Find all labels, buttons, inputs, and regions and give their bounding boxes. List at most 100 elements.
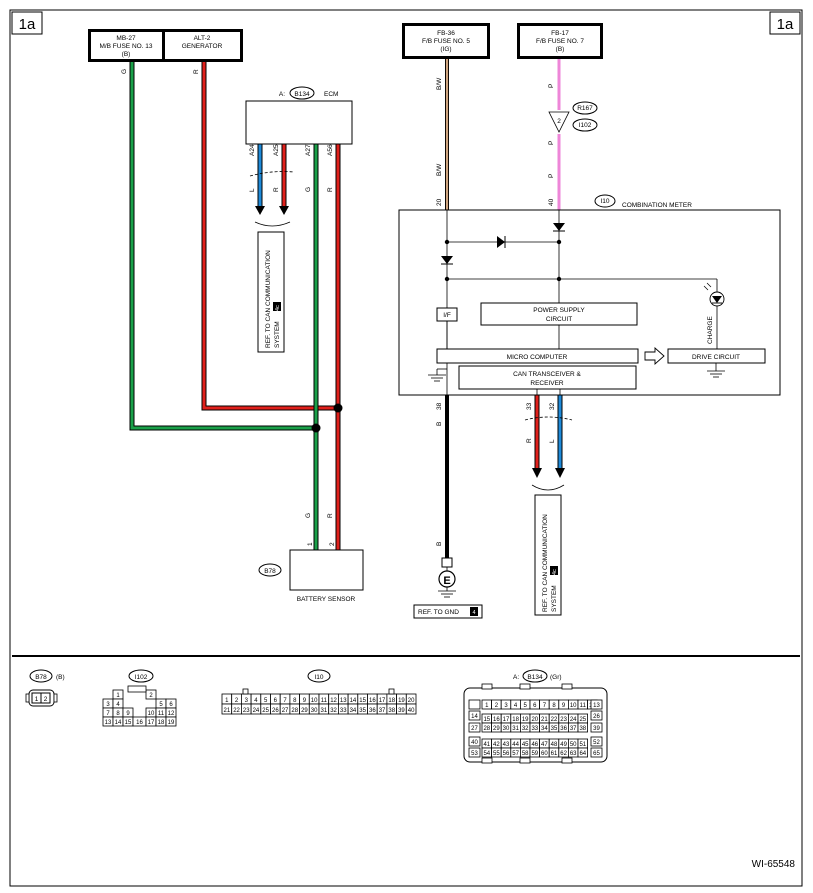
connector-pin-label: 6 <box>274 698 278 704</box>
svg-text:E: E <box>443 575 450 587</box>
fuse-fb17: FB-17 F/B FUSE NO. 7 (B) <box>517 23 603 59</box>
connector-pin <box>590 710 603 721</box>
connector-pin-label: 36 <box>560 726 567 732</box>
connector-pin-label: 65 <box>593 751 600 757</box>
svg-text:(B): (B) <box>56 674 65 681</box>
connector-pin-label: 2 <box>235 698 239 704</box>
connector-pin-label: 61 <box>551 751 558 757</box>
connector-pin-label: 5 <box>524 703 528 709</box>
connector-key <box>481 757 493 764</box>
connector-pin-label: 7 <box>106 711 110 717</box>
connector-pin <box>590 747 603 758</box>
connector-pin-label: 14 <box>115 720 122 726</box>
svg-text:F/B FUSE NO. 7: F/B FUSE NO. 7 <box>536 38 584 45</box>
svg-text:BATTERY SENSOR: BATTERY SENSOR <box>297 596 356 603</box>
svg-text:SYSTEM: SYSTEM <box>551 585 558 612</box>
svg-text:CIRCUIT: CIRCUIT <box>546 316 572 323</box>
connector-pin-label: 5 <box>264 698 268 704</box>
connector-pin-label: 26 <box>272 708 279 714</box>
connector-pin-label: 52 <box>593 740 600 746</box>
connector-key <box>519 683 531 690</box>
connector-pin-label: 48 <box>551 742 558 748</box>
fuse-mb27: MB-27 M/B FUSE NO. 13 (B) <box>88 29 165 62</box>
svg-text:A:: A: <box>513 674 519 681</box>
connector-pin-label: 8 <box>552 703 556 709</box>
connector-view-b134: A: B134 (Gr) 123456789101112131427405315… <box>463 669 608 764</box>
connector-pin-label: 31 <box>512 726 519 732</box>
pin-a25: A25 <box>273 144 280 156</box>
connector-pin-label: 18 <box>512 717 519 723</box>
connector-pin <box>468 736 481 747</box>
page-tag-left: 1a <box>11 11 43 35</box>
connector-pin-label: 15 <box>483 717 490 723</box>
svg-text:B78: B78 <box>35 674 47 681</box>
svg-text:2: 2 <box>329 542 336 546</box>
connector-pin-label: 60 <box>541 751 548 757</box>
connector-pin-label: 13 <box>340 698 347 704</box>
connector-pin-label: 21 <box>541 717 548 723</box>
connector-pin-label: 63 <box>570 751 577 757</box>
splice-green <box>311 423 321 433</box>
svg-text:B: B <box>436 542 443 546</box>
svg-text:R: R <box>327 187 334 192</box>
svg-text:20: 20 <box>436 198 443 206</box>
svg-text:G: G <box>121 69 128 74</box>
connector-pin-label: 45 <box>522 742 529 748</box>
connector-pin-label: 43 <box>503 742 510 748</box>
connector-pin <box>468 747 481 758</box>
svg-text:R167: R167 <box>577 105 593 112</box>
splice-red <box>333 403 343 413</box>
connector-pin-label: 3 <box>504 703 508 709</box>
connector-pin-label: 34 <box>541 726 548 732</box>
svg-text:B78: B78 <box>264 568 276 575</box>
connector-key <box>127 685 147 693</box>
connector-pin-label: 1 <box>485 703 489 709</box>
connector-pin-label: 4 <box>514 703 518 709</box>
pin-a24: A24 <box>249 144 256 156</box>
svg-text:REF. TO CAN COMMUNICATION: REF. TO CAN COMMUNICATION <box>265 250 272 348</box>
connector-pin-label: 20 <box>408 698 415 704</box>
connector-pin-label: 39 <box>593 726 600 732</box>
svg-text:I/F: I/F <box>443 312 451 319</box>
svg-text:B/W: B/W <box>436 163 443 176</box>
svg-text:(B): (B) <box>122 51 131 58</box>
svg-text:B/W: B/W <box>436 77 443 90</box>
connector-pin-label: 14 <box>471 714 478 720</box>
connector-key <box>519 757 531 764</box>
connector-pin-label: 19 <box>398 698 405 704</box>
svg-text:32: 32 <box>549 402 556 410</box>
svg-text:33: 33 <box>526 402 533 410</box>
connector-pin-label: 57 <box>512 751 519 757</box>
ref-can-box-left: REF. TO CAN COMMUNICATION SYSTEM 4c <box>257 231 285 353</box>
connector-pin-label: 22 <box>551 717 558 723</box>
connector-pin-label: 13 <box>105 720 112 726</box>
svg-text:A:: A: <box>279 91 285 98</box>
connector-pin-label: 42 <box>493 742 500 748</box>
connector-pin-label: 64 <box>579 751 586 757</box>
connector-pin-label: 38 <box>579 726 586 732</box>
svg-text:G: G <box>305 513 312 518</box>
connector-pin-label: 1 <box>116 693 120 699</box>
connector-pin-label: 53 <box>471 751 478 757</box>
svg-text:P: P <box>548 141 555 145</box>
connector-pin <box>468 710 481 721</box>
connector-pin-label: 10 <box>570 703 577 709</box>
connector-pin-label: 11 <box>321 698 328 704</box>
svg-text:1: 1 <box>35 696 39 703</box>
connector-pin-label: 7 <box>283 698 287 704</box>
connector-pin-label: 41 <box>483 742 490 748</box>
connector-pin-label: 30 <box>503 726 510 732</box>
connector-pin-label: 51 <box>579 742 586 748</box>
battery-sensor: 1 2 B78 BATTERY SENSOR <box>258 542 364 603</box>
svg-text:GENERATOR: GENERATOR <box>182 43 223 50</box>
connector-pin-label: 17 <box>503 717 510 723</box>
ground-symbol: E <box>438 557 456 598</box>
pin-a27: A27 <box>305 144 312 156</box>
connector-pin-label: 59 <box>531 751 538 757</box>
connector-pin <box>165 716 177 727</box>
connector-pin-label: 28 <box>483 726 490 732</box>
svg-text:B: B <box>436 422 443 426</box>
connector-pin-label: 29 <box>301 708 308 714</box>
connector-pin-label: 54 <box>483 751 490 757</box>
